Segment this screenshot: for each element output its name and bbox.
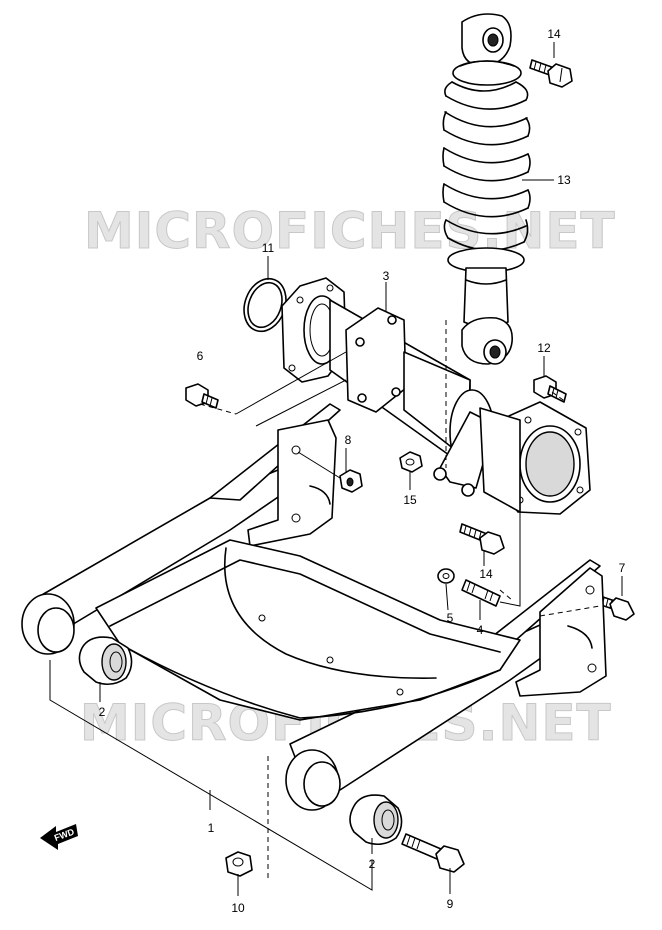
- nut-part-15[interactable]: [399, 451, 423, 473]
- shock-absorber-part-13[interactable]: [442, 13, 531, 365]
- callout-12: 12: [537, 341, 551, 355]
- bolt-part-6[interactable]: [185, 383, 219, 409]
- bolt-part-14-top[interactable]: [529, 59, 573, 88]
- watermark-top: MICROFICHES.NET: [84, 202, 616, 260]
- callout-4: 4: [477, 623, 484, 637]
- callout-14-lower: 14: [479, 567, 493, 581]
- callout-2-left: 2: [99, 705, 106, 719]
- nut-part-10[interactable]: [225, 851, 253, 877]
- callout-1: 1: [208, 821, 215, 835]
- callout-7: 7: [619, 561, 626, 575]
- nut-part-8[interactable]: [339, 469, 363, 493]
- callout-15: 15: [403, 493, 417, 507]
- callout-11: 11: [262, 241, 275, 255]
- bolt-part-12[interactable]: [533, 375, 567, 403]
- pivot-bolt-part-9[interactable]: [401, 833, 465, 873]
- bushing-part-2-right[interactable]: [349, 794, 403, 846]
- callout-6: 6: [197, 349, 204, 363]
- washer-part-5[interactable]: [437, 568, 455, 584]
- bushing-part-2-left[interactable]: [78, 636, 133, 686]
- bolt-part-14-lower[interactable]: [459, 523, 505, 555]
- callout-13: 13: [557, 173, 571, 187]
- callout-9: 9: [447, 897, 454, 911]
- callout-10: 10: [231, 901, 245, 915]
- assembly-lines: [199, 320, 601, 880]
- callout-3: 3: [383, 269, 390, 283]
- callout-numbers: 1 2 2 3 4 5 6 7 8 9 10 11 12 13 14 14 15: [99, 27, 626, 915]
- callout-2-right: 2: [369, 857, 376, 871]
- callout-14-top: 14: [547, 27, 561, 41]
- stud-part-4[interactable]: [461, 579, 501, 607]
- fwd-arrow-icon: FWD: [40, 824, 78, 850]
- swingarm-part-1[interactable]: [21, 403, 607, 811]
- leader-lines: [49, 42, 623, 896]
- callout-5: 5: [447, 611, 454, 625]
- callout-8: 8: [345, 433, 352, 447]
